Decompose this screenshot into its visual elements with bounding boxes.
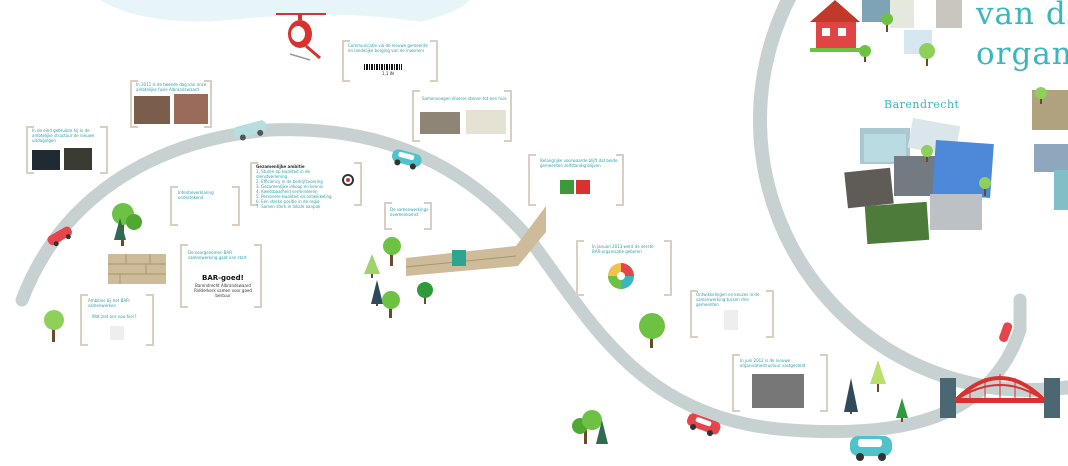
tree-icon bbox=[417, 282, 433, 304]
frame-text: In 2011 is de tweede dag van onze ambtel… bbox=[136, 82, 207, 92]
helicopter-icon bbox=[276, 13, 326, 61]
city-label: Barendrecht bbox=[884, 98, 960, 111]
frame-text: Communicatie via de nieuwe gemeente en l… bbox=[348, 43, 428, 53]
tree-icon bbox=[639, 313, 665, 348]
barcode-text: 1,1 IN bbox=[382, 71, 394, 76]
tree-icon bbox=[382, 291, 400, 318]
tree-icon bbox=[870, 360, 886, 392]
cross-icon bbox=[576, 180, 590, 194]
tree-icon bbox=[844, 378, 858, 414]
frame-bar[interactable]: De voorgenomen BAR samenwerking gaat van… bbox=[180, 244, 262, 308]
car-icon bbox=[47, 226, 73, 247]
stones-photo bbox=[420, 112, 460, 134]
grey-texture-photo bbox=[752, 374, 804, 408]
people-sketch-icon bbox=[110, 326, 124, 340]
frame-contact[interactable]: Ontwikkelingen en keuzes in de samenwerk… bbox=[690, 290, 774, 338]
tree-icon bbox=[364, 254, 380, 278]
frame-subtext: Wat ziet ons nou hier? bbox=[92, 314, 137, 319]
frame-text: De voorgenomen BAR samenwerking gaat van… bbox=[188, 250, 247, 260]
barcode-image bbox=[364, 64, 402, 70]
frame-text: Ambities bij het BAR-samenwerken bbox=[88, 298, 131, 308]
tree-icon bbox=[859, 45, 871, 62]
tree-icon bbox=[572, 410, 608, 444]
check-icon bbox=[560, 180, 574, 194]
frame-text: Intentieverklaring ondertekend bbox=[178, 190, 214, 200]
tree-icon bbox=[896, 398, 908, 422]
car-icon bbox=[233, 120, 267, 141]
building-photo bbox=[936, 0, 962, 28]
frame-text: Belangrijke voorwaarde blijft dat beide … bbox=[540, 158, 618, 168]
mission-item: 5. Personele kwaliteit en ontwikkeling bbox=[256, 194, 332, 199]
bridge-icon bbox=[940, 374, 1060, 418]
bar-subtitle: Barendrecht Albrandswaard Ridderkerk sam… bbox=[194, 283, 252, 298]
tree-icon bbox=[1035, 87, 1047, 104]
frame-mission[interactable]: Gezamenlijke ambitie 1. Sturen op kwalit… bbox=[250, 162, 362, 209]
group-photo bbox=[134, 96, 170, 124]
gravel-photo bbox=[466, 110, 506, 134]
car-icon bbox=[850, 436, 892, 461]
tree-icon bbox=[112, 203, 142, 246]
frame-text: De samenwerkings-overeenkomst bbox=[390, 207, 430, 217]
tree-icon bbox=[921, 145, 933, 162]
color-wheel-icon bbox=[608, 263, 634, 289]
frame-stones[interactable]: Samenvoegen diverse stenen tot een huis bbox=[412, 90, 512, 142]
tree-icon bbox=[44, 310, 64, 342]
house-icon bbox=[810, 0, 866, 52]
stone-wall-icon bbox=[405, 206, 546, 276]
frame-photos-top[interactable]: In 2011 is de tweede dag van onze ambtel… bbox=[130, 80, 212, 128]
top-cloud-shape bbox=[100, 0, 470, 22]
canvas-title-line1: van de bbox=[976, 0, 1068, 32]
tree-icon bbox=[919, 43, 935, 66]
night-photo bbox=[64, 148, 92, 170]
car-icon bbox=[391, 149, 422, 170]
frame-grey[interactable]: In juni 2012 is de nieuwe organisatiestr… bbox=[732, 354, 828, 412]
car-icon bbox=[999, 322, 1013, 342]
frame-left-note[interactable]: In de eind gebruikte hij in de ambtelijk… bbox=[26, 126, 108, 174]
tree-icon bbox=[881, 13, 893, 32]
frame-split[interactable]: Belangrijke voorwaarde blijft dat beide … bbox=[528, 154, 624, 206]
frame-text: Samenvoegen diverse stenen tot een huis bbox=[422, 96, 507, 101]
bar-title: BAR-goed! bbox=[202, 274, 244, 282]
mission-list: 1. Sturen op kwaliteit in de dienstverle… bbox=[256, 169, 342, 209]
tree-icon bbox=[979, 177, 991, 196]
building-photo bbox=[890, 0, 914, 28]
night-photo bbox=[32, 150, 60, 170]
frame-text: In januari 2013 werd de eerste BAR-organ… bbox=[592, 244, 654, 254]
mission-item: 6. Een sterke positie in de regio bbox=[256, 199, 320, 204]
tree-icon bbox=[383, 237, 401, 266]
target-icon bbox=[342, 174, 354, 186]
frame-text: Ontwikkelingen en keuzes in de samenwerk… bbox=[696, 292, 760, 307]
person-sketch-icon bbox=[724, 310, 738, 330]
frame-bottom-left[interactable]: Ambities bij het BAR-samenwerken Wat zie… bbox=[80, 294, 154, 346]
barendrecht-photo-collage bbox=[844, 90, 1068, 245]
frame-text: In juni 2012 is de nieuwe organisatiestr… bbox=[740, 358, 806, 368]
mission-item: 4. Kwetsbaarheid verminderen bbox=[256, 189, 318, 194]
car-icon bbox=[686, 413, 721, 437]
frame-top-note[interactable]: Communicatie via de nieuwe gemeente en l… bbox=[342, 40, 438, 82]
frame-intro[interactable]: Intentieverklaring ondertekend bbox=[170, 186, 240, 226]
group-photo bbox=[174, 94, 208, 124]
mission-item: 7. Samen sterk in lokale aanpak bbox=[256, 204, 321, 209]
canvas-title-line2: organi bbox=[976, 36, 1068, 72]
mission-item: 2. Efficiency in de bedrijfsvoering bbox=[256, 179, 323, 184]
frame-text: In de eind gebruikte hij in de ambtelijk… bbox=[32, 128, 95, 143]
mission-item: 3. Gezamenlijke inkoop en kennis bbox=[256, 184, 324, 189]
tree-icon bbox=[371, 280, 383, 306]
mission-item: 1. Sturen op kwaliteit in de dienstverle… bbox=[256, 169, 310, 179]
stone-wall-icon bbox=[108, 254, 166, 284]
mission-title: Gezamenlijke ambitie bbox=[256, 164, 305, 169]
frame-wall[interactable]: De samenwerkings-overeenkomst bbox=[384, 202, 432, 230]
frame-color-wheel[interactable]: In januari 2013 werd de eerste BAR-organ… bbox=[576, 240, 672, 296]
